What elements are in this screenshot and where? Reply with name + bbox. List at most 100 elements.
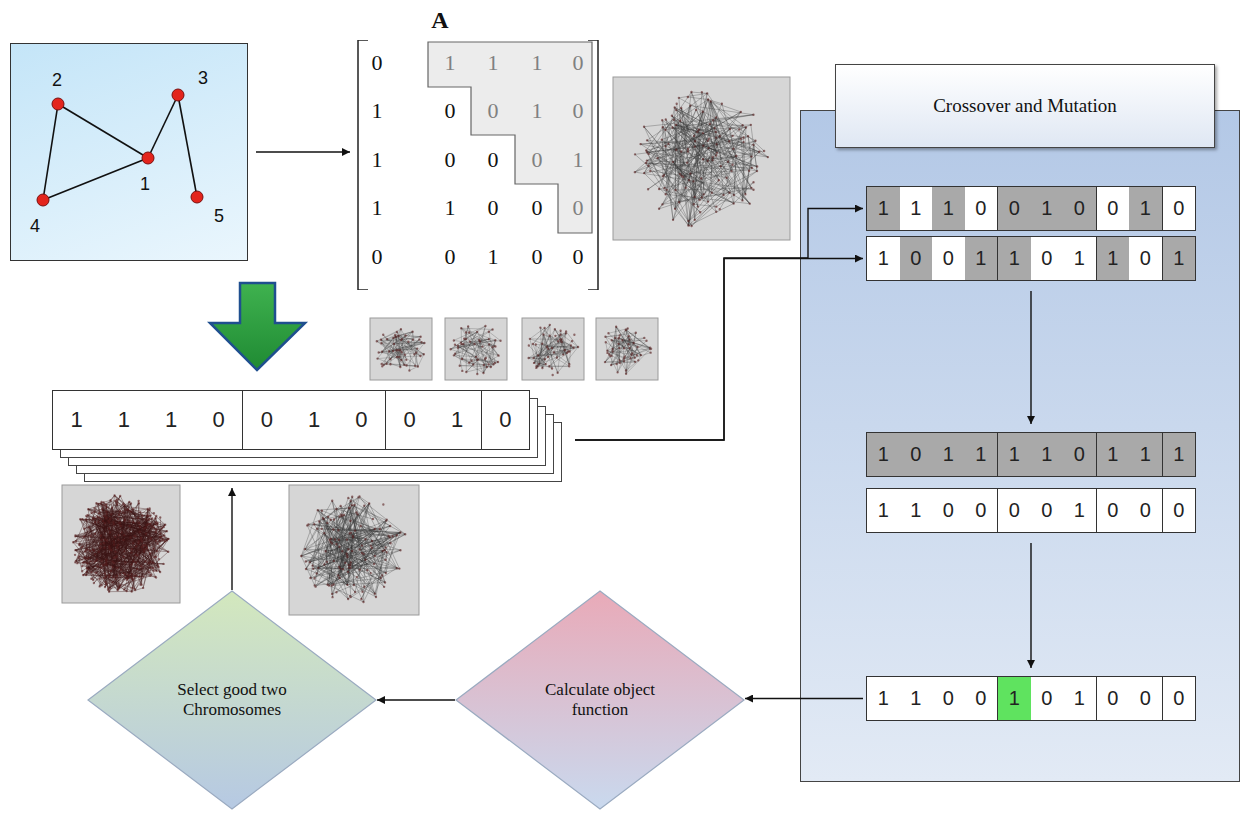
gene-cell: 0 [1063,187,1097,230]
upper-triangle-outline [428,42,592,233]
matrix-entry: 0 [532,244,543,270]
matrix-entry: 0 [532,195,543,221]
matrix-entry: 0 [445,98,456,124]
gene-cell: 1 [932,433,965,476]
matrix-entry: 0 [488,98,499,124]
matrix-entry: 0 [573,195,584,221]
flow-arrow [745,698,863,699]
chrom-node: 1100101000 [866,676,1196,721]
panel-header: Crossover and Mutation [835,64,1215,148]
stack-node: 1110010010 [52,390,530,450]
graph-vertex [52,98,64,110]
flow-arrow [1030,291,1031,424]
gene-cell: 1 [1129,433,1163,476]
matrix-node: A0111010010100011100000100 [356,40,600,290]
gene-cell: 1 [1063,677,1097,720]
gene-cell: 1 [867,677,900,720]
matrix-entry: 1 [445,195,456,221]
graph-vertex [142,152,154,164]
gene-cell: 1 [1031,433,1064,476]
gene-cell: 1 [867,433,900,476]
gene-cell: 1 [900,489,933,532]
gene-cell: 0 [965,489,999,532]
network-thumbnail [445,318,507,380]
gene-cell: 1 [998,237,1031,280]
graph-vertex [172,89,184,101]
gene-cell: 1 [1097,237,1130,280]
gene-cell: 0 [932,237,965,280]
flow-arrow [575,209,863,441]
graph-drawing [10,43,248,261]
matrix-entry: 1 [488,50,499,76]
vertex-label: 2 [52,70,62,91]
gene-cell: 1 [867,489,900,532]
flow-arrow [377,699,455,700]
gene-cell: 1 [1063,237,1097,280]
gene-cell: 0 [195,391,243,449]
graph-edge [43,104,58,200]
matrix-entry: 0 [488,195,499,221]
matrix-entry: 0 [573,98,584,124]
gene-cell: 1 [965,237,999,280]
gene-cell: 0 [900,433,933,476]
matrix-entry: 1 [532,50,543,76]
gene-cell: 0 [1097,187,1130,230]
gene-cell: 0 [1097,489,1130,532]
graph-edge [148,95,178,158]
graph-vertex [191,191,203,203]
matrix-entry: 0 [372,50,383,76]
vertex-label: 3 [198,68,208,89]
gene-cell: 0 [1063,433,1097,476]
gene-cell: 0 [1031,489,1064,532]
big-down-arrow [210,283,305,370]
gene-cell: 0 [1097,677,1130,720]
gene-cell: 0 [1129,677,1163,720]
gene-cell: 1 [148,391,195,449]
gene-cell: 0 [482,391,529,449]
gene-cell: 0 [1031,237,1064,280]
network-thumbnail [62,485,180,603]
gene-cell: 0 [900,237,933,280]
gene-cell: 1 [1129,187,1163,230]
gene-cell: 1 [1063,489,1097,532]
chrom-node: 1100001000 [866,488,1196,533]
network-thumbnail [596,318,658,380]
chrom-node: 1001101101 [866,236,1196,281]
matrix-entry: 1 [488,244,499,270]
gene-cell: 1 [900,677,933,720]
chrom-node: 1011110111 [866,432,1196,477]
graph-edge [43,158,148,200]
vertex-label: 4 [30,216,40,237]
matrix-entry: 0 [372,244,383,270]
diamond-node: Select good two Chromosomes [87,590,377,810]
matrix-entry: 1 [372,195,383,221]
gene-cell: 0 [243,391,290,449]
gene-cell: 0 [338,391,386,449]
graph-node: 23145 [10,43,248,261]
network-thumbnail [613,77,790,240]
gene-cell: 1 [100,391,147,449]
flow-arrow [575,259,863,441]
gene-cell: 1 [932,187,965,230]
matrix-entry: 1 [573,147,584,173]
gene-cell: 0 [932,489,965,532]
gene-cell: 0 [998,489,1031,532]
panel-node: Crossover and Mutation111001001010011011… [800,110,1240,782]
gene-cell: 1 [965,433,999,476]
graph-edge [58,104,148,158]
gene-cell: 1 [433,391,481,449]
matrix-entry: 1 [532,98,543,124]
matrix-name: A [431,7,448,34]
gene-cell: 0 [1031,677,1064,720]
gene-cell: 1 [998,433,1031,476]
chromosome-front: 1110010010 [52,390,530,450]
network-thumbnail [289,485,419,615]
gene-cell: 0 [1129,237,1163,280]
matrix-entry: 1 [445,50,456,76]
diamond-node: Calculate object function [455,590,745,810]
gene-cell: 1 [53,391,100,449]
gene-cell: 0 [1163,187,1196,230]
gene-cell: 0 [998,187,1031,230]
gene-cell: 1 [1163,433,1196,476]
flow-arrow [1030,543,1031,668]
